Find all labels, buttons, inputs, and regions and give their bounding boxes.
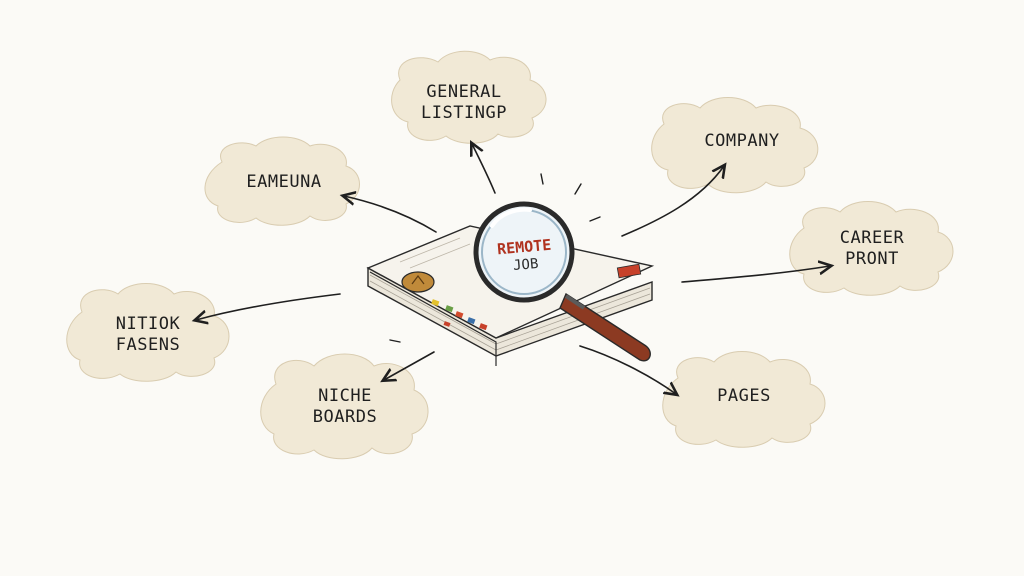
arrow-to-company [621, 166, 724, 237]
node-eamelna: EAMEUNA [222, 172, 346, 193]
node-nitiok-line2: FASENS [115, 335, 181, 355]
node-career-line2: PRONT [845, 249, 899, 269]
magnifier-icon [473, 201, 651, 362]
arrow-to-career [681, 266, 830, 283]
arrow-to-general [472, 144, 496, 194]
arrow-to-eamelna [344, 196, 437, 233]
cloud-pages [662, 351, 826, 448]
arrow-to-niche [384, 351, 435, 380]
cloud-nitiok [66, 283, 230, 382]
node-general-line2: LISTINGP [421, 103, 507, 123]
node-company-line1: COMPANY [704, 131, 780, 151]
node-niche-line1: NICHE [318, 386, 372, 406]
node-pages: PAGES [680, 386, 808, 407]
cloud-general [391, 50, 547, 144]
node-career: CAREER PRONT [810, 228, 934, 270]
sparkle-marks [389, 173, 601, 343]
node-general-line1: GENERAL [426, 82, 502, 102]
node-eamelna-line1: EAMEUNA [246, 172, 322, 192]
node-nitiok-line1: NITIOK [115, 314, 181, 334]
node-niche-line2: BOARDS [312, 407, 378, 427]
coin-icon [401, 271, 435, 293]
node-company: COMPANY [672, 131, 812, 152]
arrow-to-pages [579, 345, 676, 394]
node-nitiok: NITIOK FASENS [84, 314, 212, 356]
node-career-line1: CAREER [839, 228, 905, 248]
node-pages-line1: PAGES [717, 386, 771, 406]
cloud-company [651, 97, 819, 194]
node-general: GENERAL LISTINGP [404, 82, 524, 124]
arrow-to-nitiok [196, 293, 341, 320]
node-niche: NICHE BOARDS [280, 386, 410, 428]
